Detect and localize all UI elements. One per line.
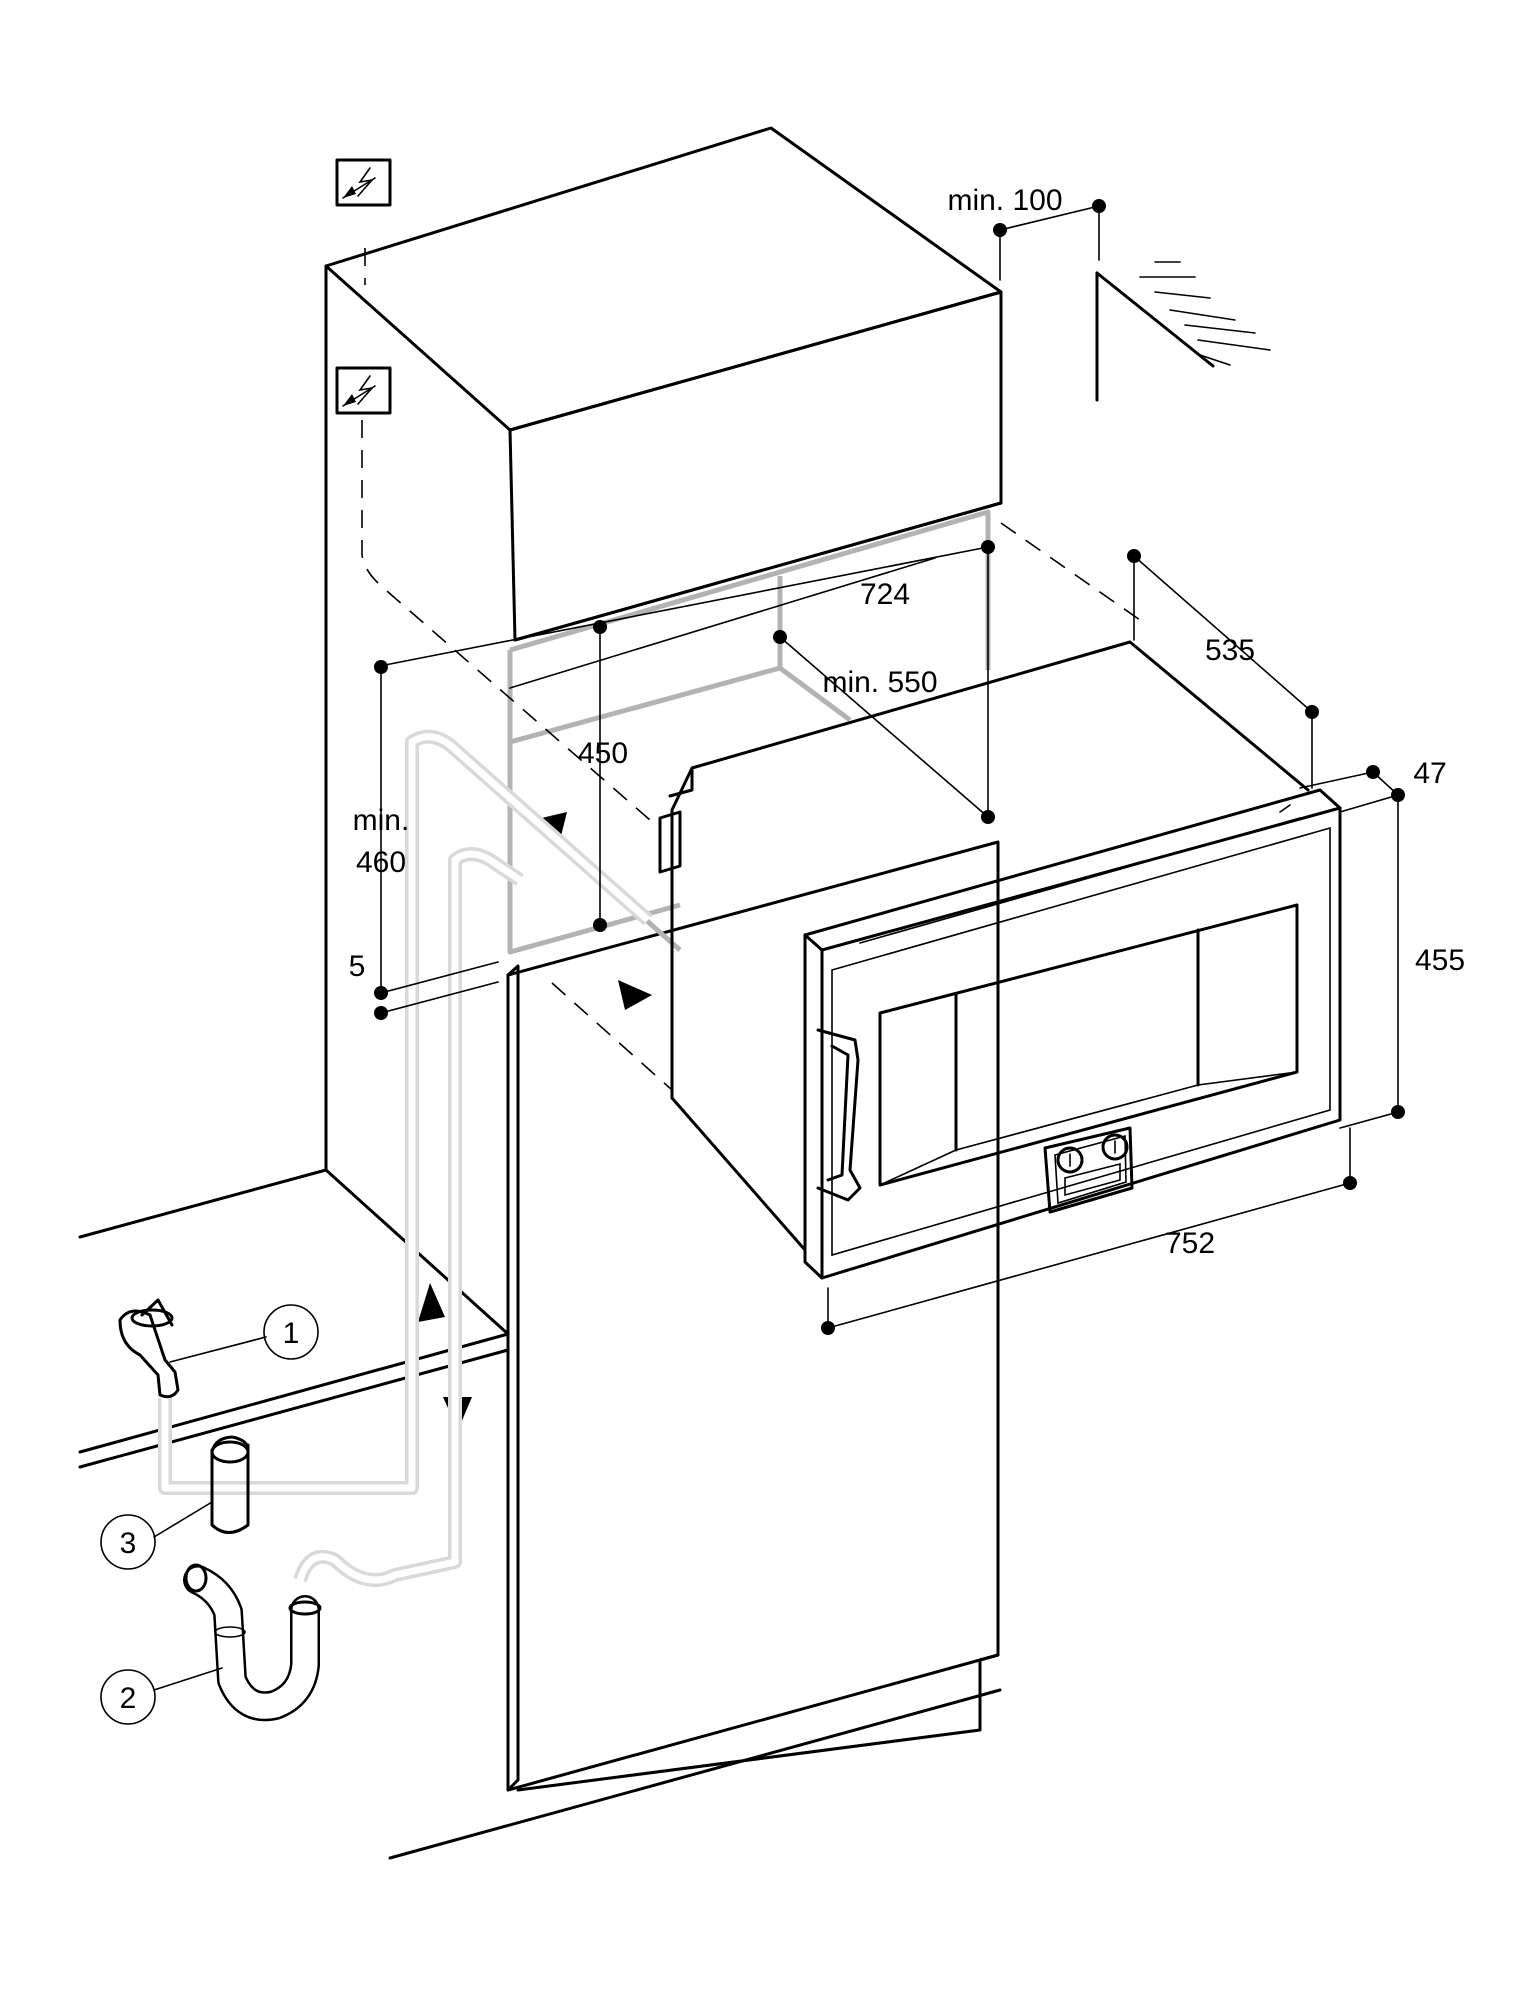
callout-2: 2 [100,1667,223,1725]
dim-niche-width: 724 [860,578,910,611]
projection-lines [361,248,1141,1091]
dim-niche-height-min-line1: min. [353,804,410,837]
dim-appliance-height: 455 [1415,944,1465,977]
installation-niche [507,509,991,955]
dim-gap: 5 [349,950,366,983]
callout-1: 1 [169,1304,319,1363]
drain-pipe [210,1435,250,1534]
appliance-oven [658,640,1342,1280]
dim-niche-depth: min. 550 [822,666,937,699]
dim-front-offset: 47 [1413,757,1446,790]
callout-3: 3 [100,1501,213,1570]
water-hoses [158,729,653,1587]
electrical-connection-icon [335,366,392,415]
dimension-labels: min. 100 724 min. 550 535 47 455 752 450… [349,184,1465,1260]
electrical-connection-icon [335,158,392,207]
callout-3-number: 3 [120,1527,137,1560]
dim-appliance-depth: 535 [1205,634,1255,667]
callout-1-number: 1 [283,1317,300,1350]
dimension-lines [374,199,1405,1335]
drain-siphon [183,1563,322,1722]
water-tap [118,1298,180,1399]
dim-appliance-width: 752 [1165,1227,1215,1260]
dim-niche-height-open: 450 [578,737,628,770]
dim-niche-height-min-line2: 460 [356,846,406,879]
wall-hatch [1095,261,1271,402]
dim-top-clearance: min. 100 [947,184,1062,217]
callout-2-number: 2 [120,1682,137,1715]
